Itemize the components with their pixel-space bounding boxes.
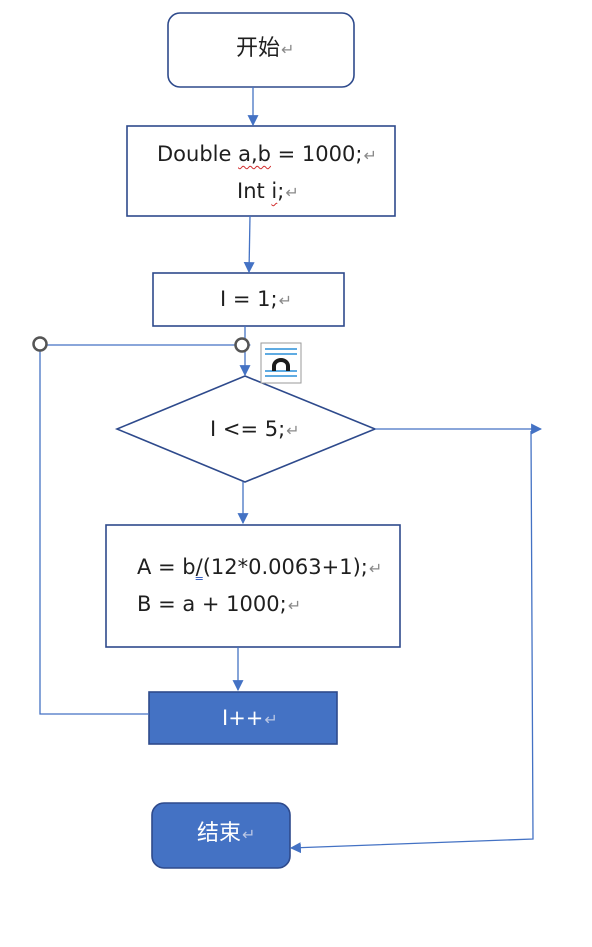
- condition-node[interactable]: [114, 375, 378, 483]
- start-label: 开始↵: [236, 38, 294, 60]
- condition-label: I <= 5;↵: [210, 419, 300, 440]
- loop-back-connector[interactable]: [39, 339, 252, 715]
- init-node[interactable]: [126, 125, 396, 217]
- start-node[interactable]: [167, 12, 355, 88]
- start-text: 开始: [236, 36, 281, 61]
- end-text: 结束: [197, 821, 242, 846]
- arrow-init-to-assign[interactable]: [243, 215, 255, 274]
- increment-node[interactable]: [148, 691, 338, 745]
- body-line-1-slash: /: [195, 555, 203, 579]
- increment-label: I++↵: [222, 708, 278, 729]
- paragraph-mark: ↵: [281, 40, 295, 59]
- body-line-1-part-a: A = b: [137, 555, 196, 579]
- increment-text: I++: [222, 706, 264, 730]
- paragraph-mark: ↵: [264, 710, 278, 729]
- paragraph-mark: ↵: [285, 183, 299, 202]
- init-line-2: Int i;↵: [237, 181, 299, 202]
- layout-options-icon[interactable]: [260, 342, 302, 384]
- connector-handle-start[interactable]: [32, 336, 48, 352]
- paragraph-mark: ↵: [363, 146, 377, 165]
- condition-text: I <= 5;: [210, 417, 286, 441]
- paragraph-mark: ↵: [286, 421, 300, 440]
- init-line-1: Double a,b = 1000;↵: [157, 144, 377, 165]
- init-line-1-part-a: Double: [157, 142, 239, 166]
- body-line-1: A = b/(12*0.0063+1);↵: [137, 557, 382, 578]
- init-line-2-part-c: ;: [277, 179, 285, 203]
- assign-label: I = 1;↵: [220, 289, 292, 310]
- body-node[interactable]: [105, 524, 401, 648]
- body-line-2: B = a + 1000;↵: [137, 594, 301, 615]
- init-line-2-part-a: Int: [237, 179, 272, 203]
- connector-handle-end[interactable]: [234, 337, 250, 353]
- init-line-2-var: i: [271, 179, 278, 203]
- body-line-1-part-c: (12*0.0063+1);: [202, 555, 368, 579]
- init-line-1-part-c: = 1000;: [270, 142, 363, 166]
- exit-connector[interactable]: [289, 430, 534, 854]
- end-node[interactable]: [151, 802, 291, 869]
- assign-text: I = 1;: [220, 287, 278, 311]
- paragraph-mark: ↵: [242, 825, 256, 844]
- body-line-2-text: B = a + 1000;: [137, 592, 287, 616]
- init-line-1-vars: a,b: [238, 142, 271, 166]
- end-label: 结束↵: [197, 823, 255, 845]
- paragraph-mark: ↵: [287, 596, 302, 615]
- paragraph-mark: ↵: [368, 559, 383, 578]
- paragraph-mark: ↵: [278, 291, 292, 310]
